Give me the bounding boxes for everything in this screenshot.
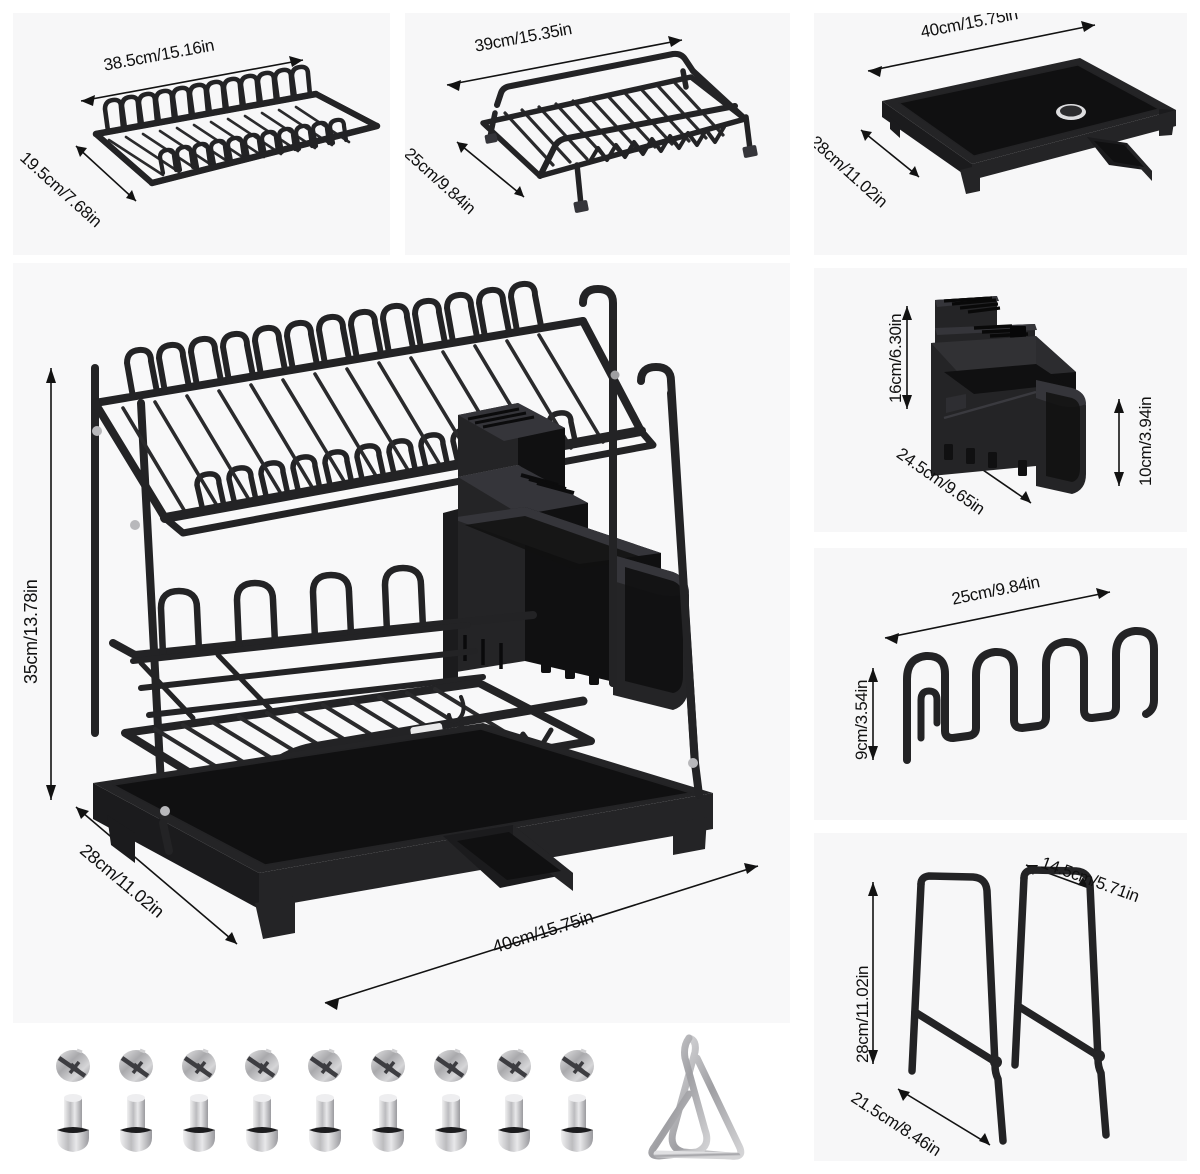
- screw-item: [560, 1048, 594, 1082]
- upper-dish-rack-illustration: [75, 56, 381, 202]
- lower-legs: [159, 759, 703, 855]
- tray-rim-left: [93, 131, 155, 186]
- leg-frame-left: [908, 872, 1007, 1145]
- screw-item: [371, 1048, 405, 1082]
- leg-height-label: 28cm/11.02in: [853, 965, 872, 1063]
- hook-height-label: 9cm/3.54in: [852, 679, 871, 760]
- drainboard-tray-panel: 40cm/15.75in 28cm/11.02in: [814, 13, 1187, 255]
- depth-arrow: [75, 806, 238, 945]
- holder-body: [931, 296, 1086, 494]
- tray-body: [882, 58, 1176, 194]
- depth-arrow: [456, 141, 525, 198]
- height-arrow: [902, 306, 912, 409]
- bolt-row: [57, 1094, 593, 1152]
- tray-rim-back: [92, 90, 320, 138]
- holder-cup-height-label: 10cm/3.94in: [1136, 396, 1155, 486]
- depth-arrow: [860, 129, 920, 178]
- height-arrow: [46, 368, 56, 800]
- utensil-caddy: [443, 403, 689, 710]
- bolt-item: [183, 1094, 215, 1152]
- wire-tool: [648, 1034, 745, 1160]
- assembled-rack-panel: 35cm/13.78in 28cm/11.02in 40cm/15.75in: [13, 263, 790, 1023]
- bolt-item: [120, 1094, 152, 1152]
- leg-frame-right: [1011, 866, 1110, 1139]
- screw-item: [434, 1048, 468, 1082]
- bolt-item: [246, 1094, 278, 1152]
- height-arrow: [868, 882, 878, 1064]
- screw-item: [308, 1048, 342, 1082]
- width-arrow: [80, 56, 304, 106]
- hardware-illustration: [56, 1034, 745, 1160]
- screw-row: [56, 1048, 594, 1082]
- rivets: [92, 370, 698, 816]
- height-arrow: [868, 668, 878, 760]
- screw-item: [497, 1048, 531, 1082]
- bolt-item: [498, 1094, 530, 1152]
- bolt-item: [561, 1094, 593, 1152]
- screw-item: [56, 1048, 90, 1082]
- rack-height-label: 35cm/13.78in: [21, 579, 41, 684]
- screw-item: [245, 1048, 279, 1082]
- bottom-width-arrow: [897, 1088, 991, 1146]
- wavy-hook-illustration: [868, 588, 1158, 764]
- base-drip-tray: [93, 723, 713, 939]
- lower-dish-rack-panel: 39cm/15.35in 25cm/9.84in: [405, 13, 790, 255]
- width-arrow: [867, 21, 1096, 77]
- utensil-holder-panel: 16cm/6.30in 24.5cm/9.65in 10cm/3.94in: [814, 268, 1187, 532]
- side-legs-illustration: [868, 864, 1110, 1146]
- joint-nub-right: [1093, 1050, 1105, 1062]
- upper-dish-rack-panel: 38.5cm/15.16in 19.5cm/7.68in: [13, 13, 390, 255]
- basket-legs: [487, 68, 753, 208]
- joint-nub-left: [990, 1056, 1002, 1068]
- plate-divider-loops-back: [102, 64, 313, 134]
- width-arrow: [324, 863, 759, 1010]
- width-arrow: [446, 36, 683, 91]
- utensil-holder-illustration: [902, 296, 1124, 504]
- cup-height-arrow: [1114, 399, 1124, 486]
- plate-divider-loops-front: [157, 117, 349, 176]
- foot-caps: [484, 133, 758, 213]
- wavy-utensil-hook-panel: 25cm/9.84in 9cm/3.54in: [814, 548, 1187, 820]
- side-leg-frames-panel: 28cm/11.02in 14.5cm/5.71in 21.5cm/8.46in: [814, 833, 1187, 1161]
- tray-rim-right: [313, 91, 380, 129]
- bolt-item: [435, 1094, 467, 1152]
- screw-item: [119, 1048, 153, 1082]
- hardware-parts-panel: [13, 1028, 790, 1168]
- depth-arrow: [75, 145, 137, 202]
- tray-rim-front: [148, 122, 381, 187]
- holder-height-label: 16cm/6.30in: [886, 313, 905, 403]
- drainboard-tray-illustration: [860, 21, 1176, 194]
- lower-dish-rack-illustration: [446, 36, 758, 213]
- width-arrow: [884, 588, 1111, 644]
- wavy-wire: [903, 626, 1158, 764]
- screw-item: [182, 1048, 216, 1082]
- bolt-item: [57, 1094, 89, 1152]
- basket-frame: [480, 50, 758, 213]
- bolt-item: [309, 1094, 341, 1152]
- assembled-rack-illustration: [46, 280, 759, 1010]
- right-side-rail: [609, 319, 699, 767]
- bolt-item: [372, 1094, 404, 1152]
